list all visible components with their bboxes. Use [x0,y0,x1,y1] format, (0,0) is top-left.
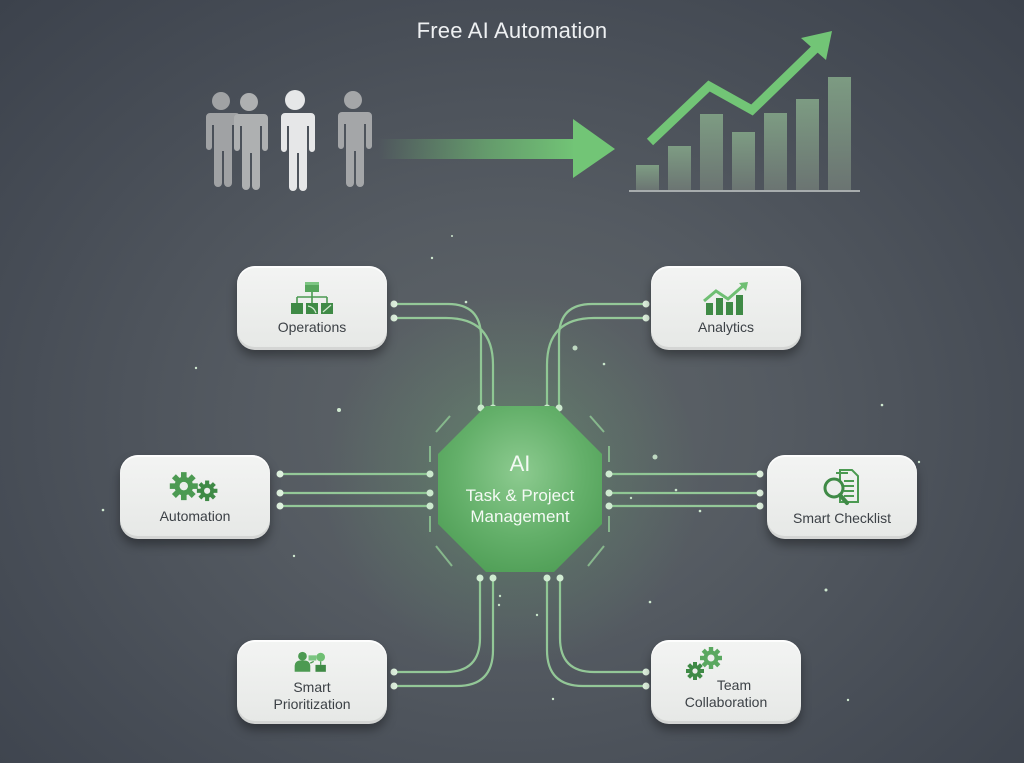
arrow-right-icon [378,119,615,178]
node-label: Analytics [697,318,755,335]
hub-subtitle-line1: Task & Project [465,486,575,505]
node-analytics[interactable]: Analytics [651,266,801,350]
node-label-line2: Collaboration [684,694,768,710]
node-label: Automation [159,507,231,524]
analytics-chart-icon [703,281,748,315]
growth-bar-chart-icon [629,31,860,192]
node-team-collaboration[interactable]: Team Collaboration [651,640,801,724]
document-search-icon [823,468,859,505]
circuit-connectors [280,302,760,688]
org-chart-icon [291,281,333,314]
people-group-icon [206,90,372,191]
node-operations[interactable]: Operations [237,266,387,350]
page-title: Free AI Automation [416,18,608,43]
hub-subtitle-line2: Management [470,507,570,526]
node-label-line1: Team [716,677,752,693]
gears-icon [169,471,218,501]
node-label-line1: Smart [293,679,331,695]
node-smart-checklist[interactable]: Smart Checklist [767,455,917,539]
gears-icon [686,647,722,680]
ai-hub[interactable]: AI Task & Project Management [438,406,602,572]
node-label: Operations [277,318,347,335]
node-label: Smart Checklist [792,509,892,526]
node-automation[interactable]: Automation [120,455,270,539]
node-smart-prioritization[interactable]: Smart Prioritization [237,640,387,724]
hub-frame [429,415,610,567]
people-prioritize-icon [294,651,326,672]
hub-title: AI [509,451,531,476]
node-label-line2: Prioritization [273,696,351,712]
sparkles [101,235,921,702]
hub-octagon [438,406,602,572]
